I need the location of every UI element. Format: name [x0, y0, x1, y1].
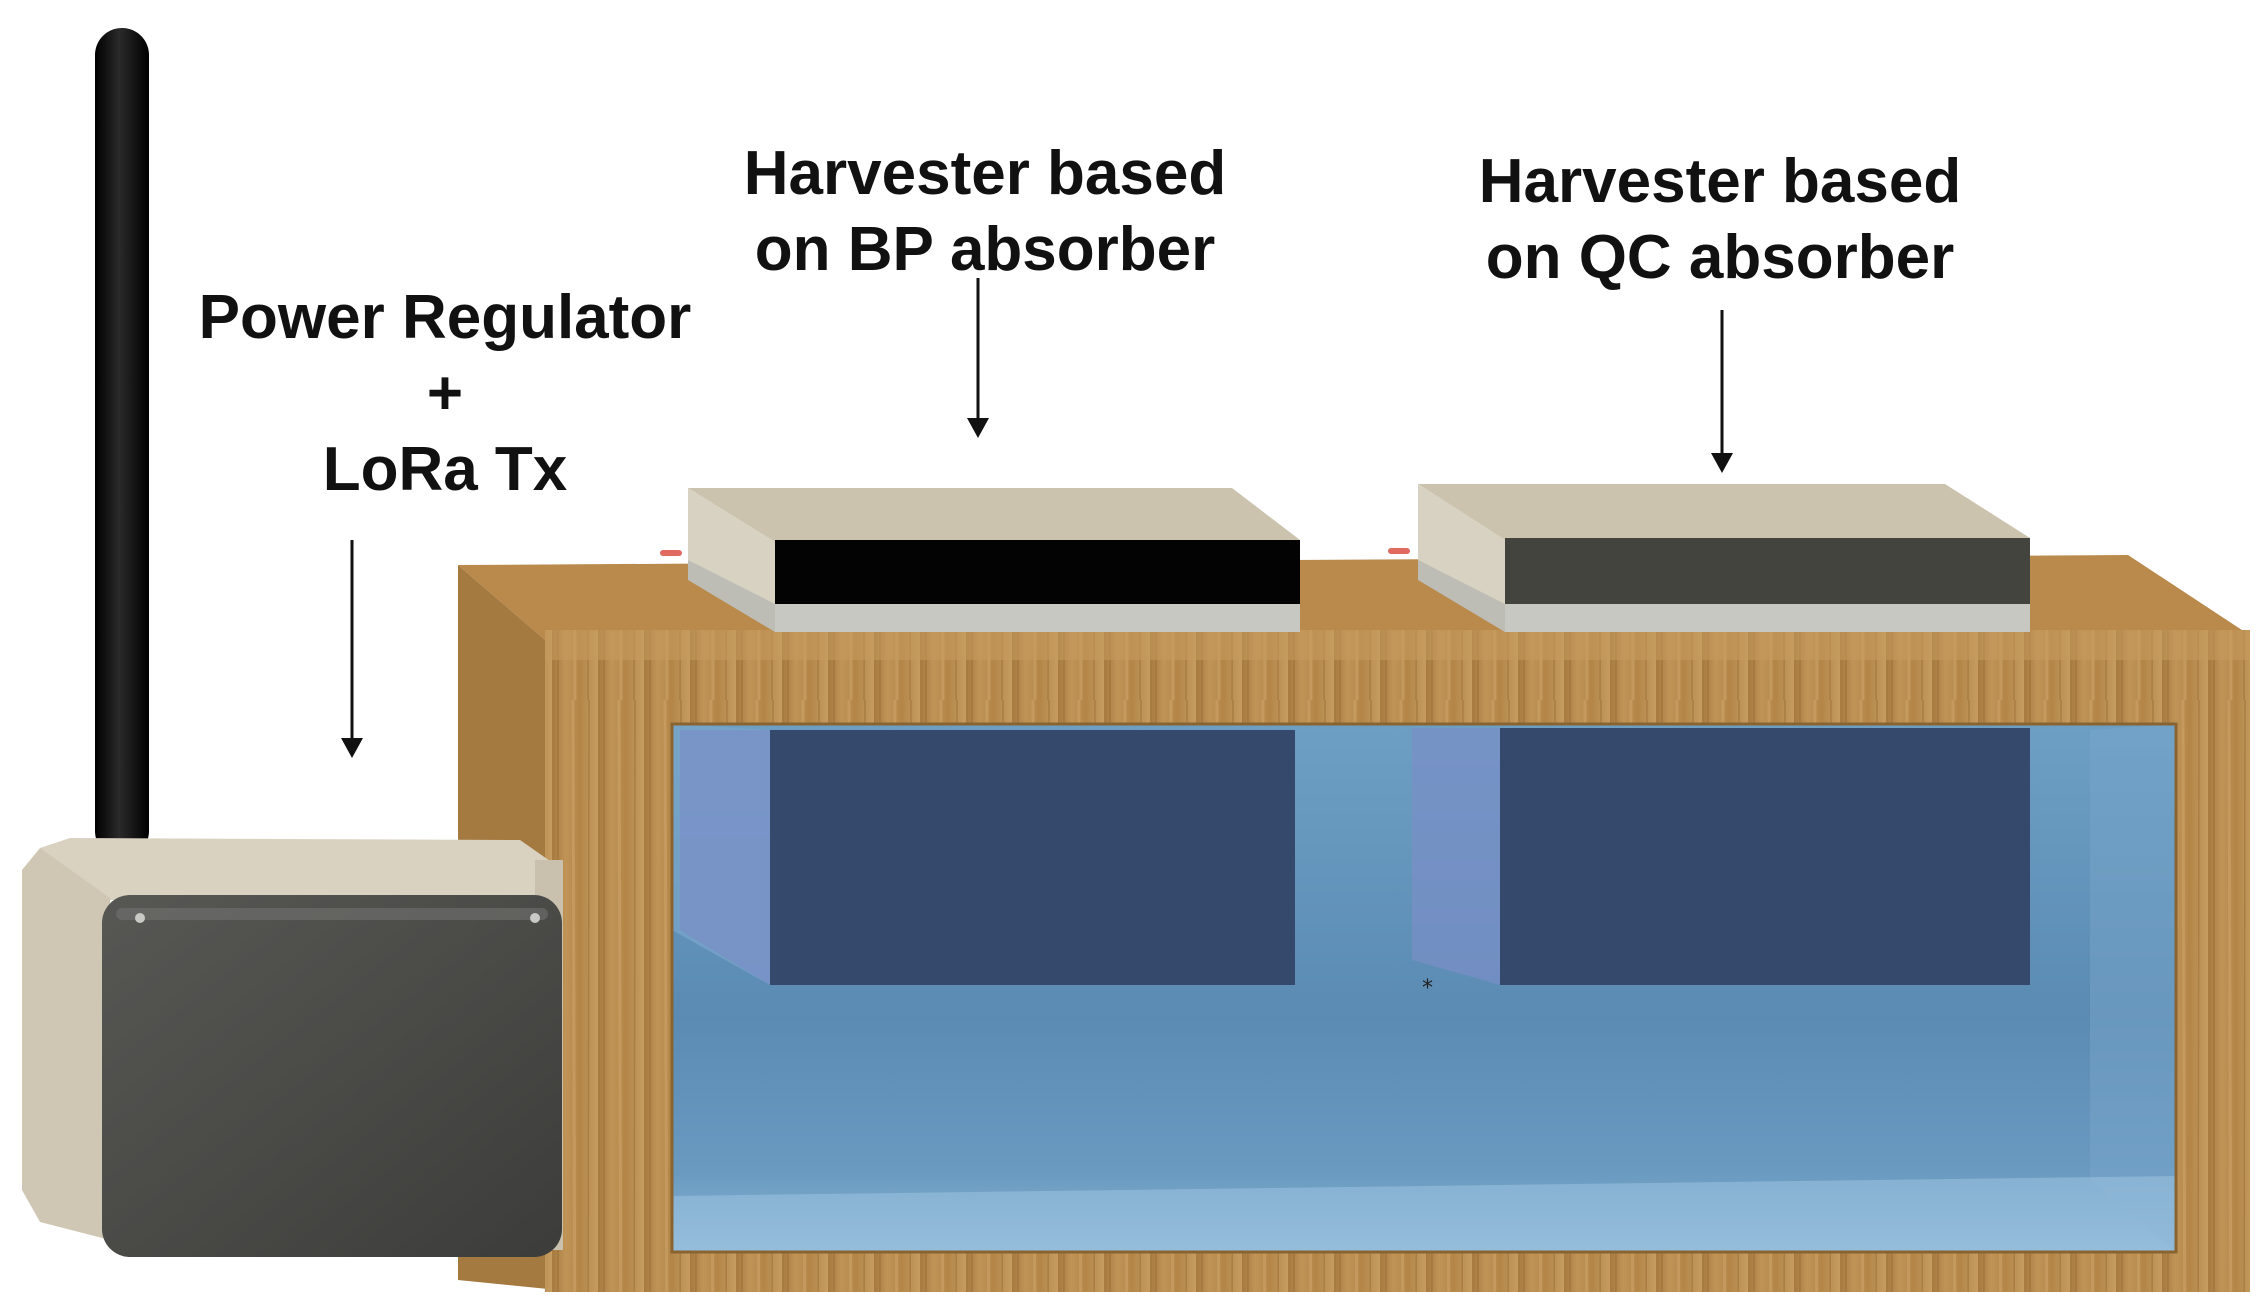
regulator-label-line1: Power Regulator [198, 283, 692, 352]
enclosure-front-face [102, 895, 562, 1257]
qc-label-line2: on QC absorber [1485, 223, 1955, 292]
tank-front-edge-shade [545, 630, 2250, 660]
bp-absorber-layer [775, 540, 1300, 604]
down-arrow-icon [341, 540, 363, 758]
down-arrow-icon [1711, 310, 1733, 473]
regulator-enclosure [22, 838, 563, 1257]
qc-panel-wire [1388, 548, 1410, 554]
bp-panel-top [688, 488, 1300, 542]
water-mark: * [1422, 976, 1433, 1001]
enclosure-screw-right [530, 913, 540, 923]
bp-panel-left [688, 488, 775, 605]
water-frame-shadow [670, 722, 2178, 1254]
enclosure-front-highlight [116, 908, 548, 920]
submerged-heatsinks [680, 728, 2030, 985]
bp-panel-base-left [688, 560, 775, 632]
bp-panel-wire [660, 550, 682, 556]
water-floor [672, 1176, 2176, 1252]
qc-harvester-label: Harvester based on QC absorber [1440, 144, 2000, 296]
antenna-icon [95, 28, 149, 858]
qc-absorber-layer [1505, 538, 2030, 604]
enclosure-left [22, 848, 110, 1240]
regulator-label: Power Regulator + LoRa Tx [165, 280, 725, 508]
regulator-label-line3: LoRa Tx [322, 435, 568, 504]
qc-label-line1: Harvester based [1478, 147, 1962, 216]
regulator-label-line2: + [426, 359, 464, 428]
enclosure-screw-left [135, 913, 145, 923]
qc-harvester-panel [1388, 484, 2030, 632]
bp-panel-base [775, 604, 1300, 632]
bp-label-line2: on BP absorber [754, 215, 1216, 284]
water-right-wall [2090, 724, 2176, 1252]
bp-sink-body [770, 730, 1295, 985]
qc-sink-body [1500, 728, 2030, 985]
bp-harvester-label: Harvester based on BP absorber [705, 136, 1265, 288]
qc-sink-side [1412, 728, 1500, 985]
qc-panel-base-left [1418, 560, 1505, 632]
qc-panel-top [1418, 484, 2030, 540]
qc-panel-base [1505, 604, 2030, 632]
enclosure-top [40, 838, 560, 900]
bp-sink-side [680, 730, 770, 985]
bp-label-line1: Harvester based [743, 139, 1227, 208]
antenna-rod [95, 28, 149, 858]
down-arrow-icon [967, 278, 989, 438]
qc-panel-left [1418, 484, 1505, 605]
bp-harvester-panel [660, 488, 1300, 632]
